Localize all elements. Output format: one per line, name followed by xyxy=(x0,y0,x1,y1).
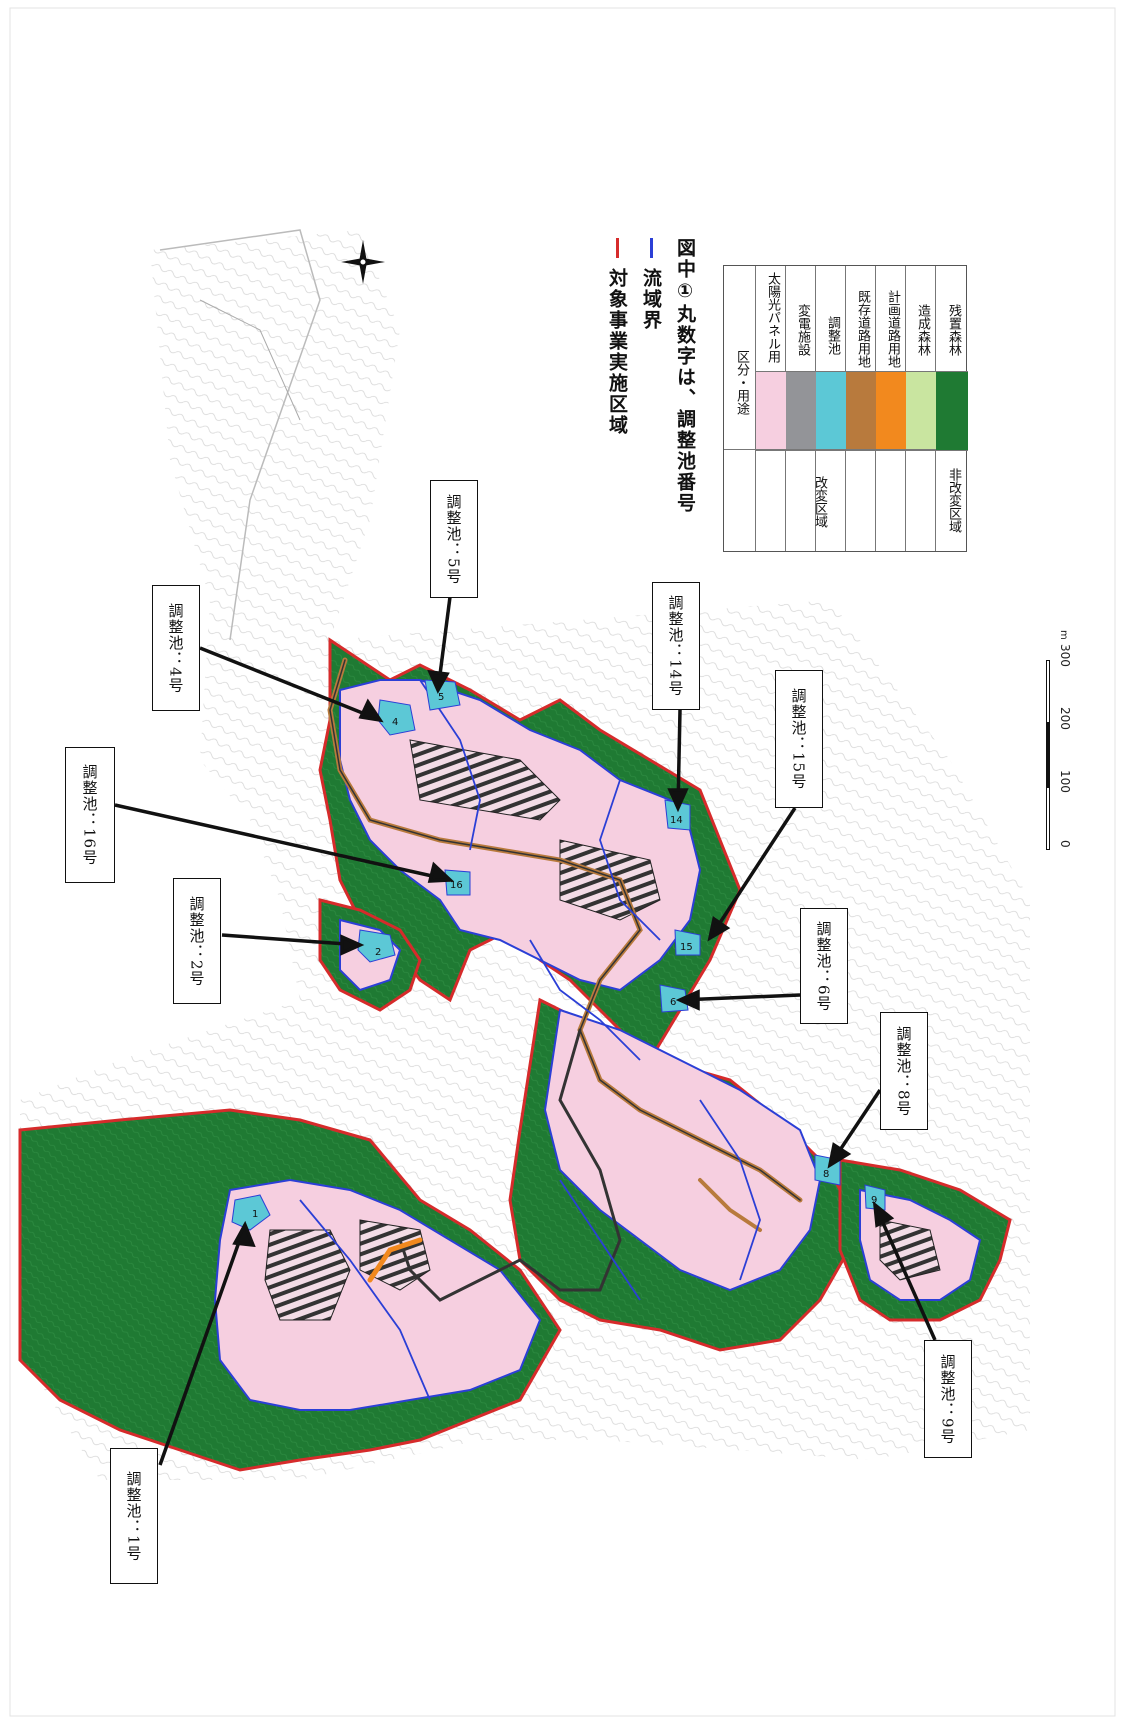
legend-red-line xyxy=(616,238,619,258)
callout-pond-4: 調整池：4号 xyxy=(152,585,200,711)
legend-item-project-area: 対象事業実施区域 xyxy=(604,238,631,436)
pond-marker-15: 15 xyxy=(680,942,693,953)
scale-line xyxy=(1046,660,1050,850)
legend-note: 図中①丸数字は、調整池番号 xyxy=(674,238,696,514)
pond-marker-8: 8 xyxy=(823,1169,829,1180)
pond-marker-9: 9 xyxy=(871,1195,877,1206)
pond-marker-5: 5 xyxy=(438,692,444,703)
scale-bar: 0 100 200 300 m xyxy=(1040,630,1100,860)
callout-pond-1: 調整池：1号 xyxy=(110,1448,158,1584)
legend-item-watershed: 流域界 xyxy=(638,238,665,331)
watershed-lines xyxy=(299,679,761,1401)
group-altered: 改変区域 xyxy=(812,476,827,528)
pond-markers: 1 2 4 5 6 8 9 14 15 16 xyxy=(252,692,877,1220)
scale-tick-100: 100 xyxy=(1058,770,1072,793)
legend-blue-line xyxy=(650,238,653,258)
pond-marker-16: 16 xyxy=(450,880,463,891)
line-legend: 対象事業実施区域 流域界 図中①丸数字は、調整池番号 xyxy=(600,238,700,538)
landuse-row-planned-road: 計画道路用地 xyxy=(876,266,906,551)
landuse-header-col: 区分・用途 xyxy=(724,266,756,551)
pond-marker-6: 6 xyxy=(670,997,676,1008)
scale-tick-200: 200 xyxy=(1058,707,1072,730)
landuse-row-solar: 太陽光パネル用 xyxy=(756,266,786,551)
swatch-pond xyxy=(816,371,846,451)
landuse-row-pond: 調整池 xyxy=(816,266,846,551)
scale-unit: m xyxy=(1058,630,1069,640)
pond-marker-2: 2 xyxy=(375,947,381,958)
swatch-solar xyxy=(756,371,786,451)
landuse-row-remaining-forest: 残置森林 xyxy=(936,266,968,551)
landuse-header: 区分・用途 xyxy=(734,350,749,415)
landuse-legend-table: 区分・用途 太陽光パネル用 変電施設 調整池 既存道路用地 計画道路用地 造成森… xyxy=(723,265,968,552)
swatch-remaining-forest xyxy=(936,371,968,451)
retention-ponds xyxy=(231,679,886,1231)
callout-pond-6: 調整池：6号 xyxy=(800,908,848,1024)
roads xyxy=(327,657,803,1302)
callout-pond-14: 調整池：14号 xyxy=(652,582,700,710)
landuse-row-substation: 変電施設 xyxy=(786,266,816,551)
callout-pond-2: 調整池：2号 xyxy=(173,878,221,1004)
pond-marker-1: 1 xyxy=(252,1209,258,1220)
swatch-created-forest xyxy=(906,371,936,451)
scale-tick-300: 300 xyxy=(1058,644,1072,667)
swatch-existing-road xyxy=(846,371,876,451)
callout-pond-15: 調整池：15号 xyxy=(775,670,823,808)
group-unaltered: 非改変区域 xyxy=(946,468,961,533)
callout-arrows xyxy=(114,596,937,1466)
landuse-row-created-forest: 造成森林 xyxy=(906,266,936,551)
pond-marker-4: 4 xyxy=(392,717,398,728)
callout-pond-8: 調整池：8号 xyxy=(880,1012,928,1130)
swatch-planned-road xyxy=(876,371,906,451)
callout-pond-5: 調整池：5号 xyxy=(430,480,478,598)
swatch-substation xyxy=(786,371,816,451)
pond-marker-14: 14 xyxy=(670,815,683,826)
callout-pond-16: 調整池：16号 xyxy=(65,747,115,883)
callout-pond-9: 調整池：9号 xyxy=(924,1340,972,1458)
scale-tick-0: 0 xyxy=(1058,840,1072,848)
north-arrow-icon xyxy=(341,240,385,284)
landuse-row-existing-road: 既存道路用地 xyxy=(846,266,876,551)
